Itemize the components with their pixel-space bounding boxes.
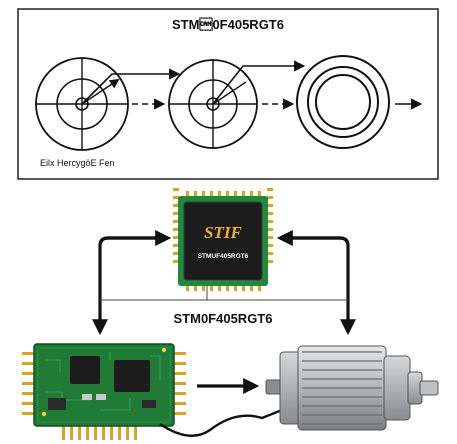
chip-pin [267, 244, 273, 247]
pcb-pin [22, 382, 36, 385]
top-panel: STM0F405RGT6 [17, 8, 439, 180]
arrow-icon [81, 60, 423, 110]
chip-pins [173, 188, 273, 291]
arrow-icon [280, 236, 356, 336]
chip-pin [210, 191, 213, 197]
pcb-pin [102, 424, 105, 440]
chip-pin [226, 285, 229, 291]
pcb-pin [22, 352, 36, 355]
pcb-board [22, 343, 186, 440]
chip-pin [226, 191, 229, 197]
pcb-pin [62, 424, 65, 440]
chip-pin [173, 236, 179, 239]
pcb-pin [172, 392, 186, 395]
center-label: STM0F405RGT6 [174, 311, 273, 326]
motor-fins [302, 351, 382, 425]
pcb-pin [118, 424, 121, 440]
pcb-pin [172, 412, 186, 415]
chip-pin [210, 285, 213, 291]
ring-rotor-icon [296, 55, 390, 149]
chip-pin [250, 285, 253, 291]
chip-pin [186, 285, 189, 291]
chip-pin [173, 188, 179, 191]
chip-pin [173, 204, 179, 207]
chip-pin [267, 252, 273, 255]
pcb-pin [172, 402, 186, 405]
pcb-pin [22, 392, 36, 395]
top-panel-title: STM0F405RGT6 [172, 17, 284, 32]
pcb-pin [22, 412, 36, 415]
chip-pin [186, 191, 189, 197]
chip-pin [267, 236, 273, 239]
chip-pin [202, 191, 205, 197]
chip-pin [267, 260, 273, 263]
microcontroller-chip: STIF STMUF405RGT6 [173, 188, 273, 291]
pcb-pin [94, 424, 97, 440]
pcb-pin [172, 352, 186, 355]
cable [159, 408, 283, 437]
chip-pin [234, 191, 237, 197]
pcb-pin [110, 424, 113, 440]
top-panel-caption: Eilx HercygöE Fen [40, 158, 115, 168]
chip-pin [194, 285, 197, 291]
chip-pin [173, 228, 179, 231]
chip-pin [267, 220, 273, 223]
pcb-pin [134, 424, 137, 440]
electric-motor [265, 345, 439, 431]
chip-logo: STIF [204, 223, 242, 242]
chip-pin [173, 252, 179, 255]
connector-arrows [92, 230, 356, 394]
pcb-pin [22, 402, 36, 405]
chip-pin [173, 212, 179, 215]
chip-pin [173, 260, 179, 263]
chip-pin [218, 285, 221, 291]
chip-pin [267, 212, 273, 215]
chip-pin [234, 285, 237, 291]
chip-label: STMUF405RGT6 [198, 253, 249, 260]
chip-pin [173, 220, 179, 223]
chip-pin [267, 204, 273, 207]
chip-pin [173, 196, 179, 199]
arrow-icon [276, 230, 350, 247]
pcb-pin [70, 424, 73, 440]
chip-pin [267, 228, 273, 231]
pcb-pin [172, 362, 186, 365]
chip-pin [242, 191, 245, 197]
pcb-pin [78, 424, 81, 440]
pcb-header-pins [22, 352, 186, 440]
chip-pin [250, 191, 253, 197]
chip-pin [258, 191, 261, 197]
chip-pin [242, 285, 245, 291]
pcb-pin [172, 382, 186, 385]
pcb-pin [22, 372, 36, 375]
ring-rotor-icon [168, 59, 258, 149]
pcb-pin [172, 372, 186, 375]
pcb-pin [22, 362, 36, 365]
chip-pin [267, 196, 273, 199]
arrow-icon [92, 236, 168, 336]
arrow-icon [98, 230, 172, 247]
pcb-pin [86, 424, 89, 440]
chip-pin [194, 191, 197, 197]
chip-pin [258, 285, 261, 291]
chip-pin [218, 191, 221, 197]
pcb-pin [126, 424, 129, 440]
chip-pin [202, 285, 205, 291]
chip-pin [173, 244, 179, 247]
chip-pin [267, 188, 273, 191]
